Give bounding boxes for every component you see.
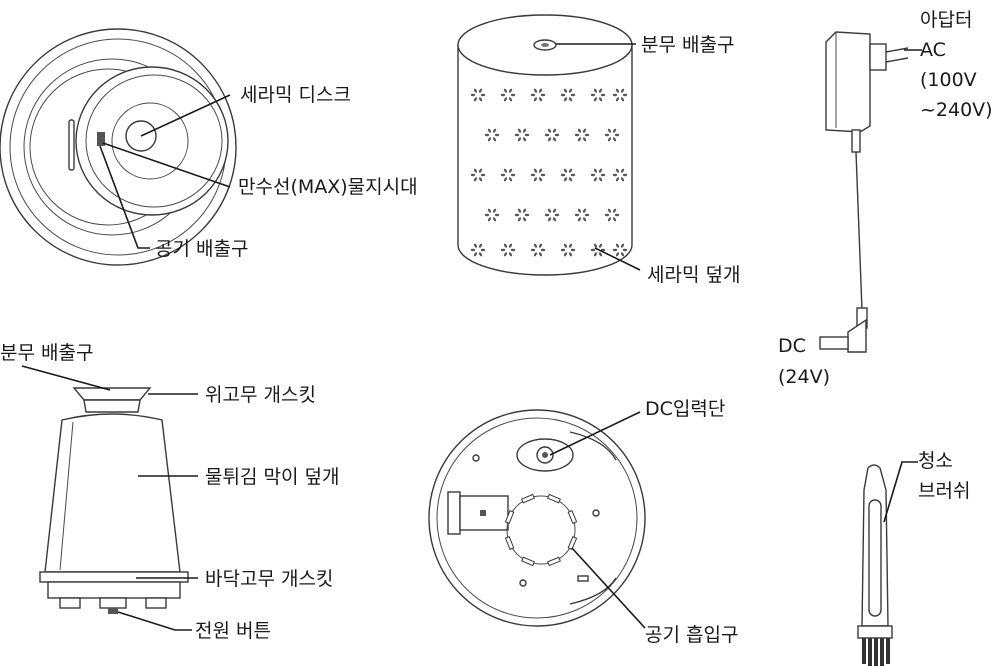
air-inlet-vent: [567, 536, 578, 550]
label-adapter-ac: AC: [920, 39, 946, 61]
cover-flower: [544, 128, 560, 142]
max-water-line-callout: 만수선(MAX)물지시대: [102, 142, 418, 198]
label-adapter: 아답터: [920, 9, 972, 31]
base-bottom-view: [428, 409, 646, 627]
label-mist-outlet-side: 분무 배출구: [0, 342, 93, 364]
cover-flower: [470, 243, 486, 257]
cover-flower-pattern: [470, 88, 628, 257]
label-dc-input: DC입력단: [645, 398, 725, 420]
ceramic-cover-callout: 세라믹 덮개: [594, 247, 740, 286]
upper-gasket-callout: 위고무 개스킷: [148, 384, 316, 406]
base-top-view: [0, 28, 237, 266]
brush-bristles: [862, 638, 890, 666]
cover-flower: [574, 128, 590, 142]
dc-input-callout: DC입력단: [549, 398, 725, 456]
ac-adapter: [819, 31, 909, 353]
label-upper-gasket: 위고무 개스킷: [205, 384, 316, 406]
cover-flower: [612, 88, 628, 102]
label-adapter-range-2: ~240V): [920, 99, 993, 121]
cover-flower: [514, 128, 530, 142]
label-mist-outlet-top: 분무 배출구: [641, 34, 734, 56]
air-inlet-vent: [547, 556, 561, 567]
dc-label: DC (24V): [778, 335, 830, 388]
cover-flower: [514, 208, 530, 222]
label-power-button: 전원 버튼: [195, 620, 271, 642]
cover-flower: [560, 88, 576, 102]
air-inlet-callout: 공기 흡입구: [571, 547, 738, 646]
air-inlet-vent: [547, 493, 561, 504]
cover-flower: [604, 128, 620, 142]
label-adapter-range-1: (100V: [920, 69, 977, 91]
label-ceramic-cover: 세라믹 덮개: [647, 264, 740, 286]
label-cleaning-brush-1: 청소: [918, 450, 953, 472]
label-dc-voltage: (24V): [778, 366, 830, 388]
label-splash-cover: 물튀김 막이 덮개: [205, 466, 339, 488]
air-inlet-vent: [521, 556, 535, 567]
mist-outlet-side-callout: 분무 배출구: [0, 342, 111, 391]
cover-flower: [560, 243, 576, 257]
adapter-label: 아답터 AC (100V ~240V): [904, 9, 993, 121]
cover-flower: [484, 128, 500, 142]
cover-flower: [612, 243, 628, 257]
cover-flower: [590, 168, 606, 182]
cleaning-brush: [857, 464, 893, 666]
ceramic-disc-callout: 세라믹 디스크: [140, 84, 351, 137]
cover-flower: [530, 88, 546, 102]
cover-flower: [530, 243, 546, 257]
air-inlet-vent: [521, 493, 535, 504]
cover-flower: [500, 88, 516, 102]
label-ceramic-disc: 세라믹 디스크: [240, 84, 351, 106]
bottom-gasket-callout: 바닥고무 개스킷: [136, 568, 333, 590]
cover-flower: [500, 243, 516, 257]
cover-flower: [590, 88, 606, 102]
base-side-view: [39, 387, 189, 614]
label-max-water-line: 만수선(MAX)물지시대: [238, 176, 418, 198]
cover-flower: [604, 208, 620, 222]
air-inlet-vent: [504, 536, 515, 550]
label-bottom-gasket: 바닥고무 개스킷: [205, 568, 333, 590]
mist-outlet-top-callout: 분무 배출구: [556, 34, 734, 56]
cover-flower: [590, 243, 606, 257]
air-inlet-vent: [504, 510, 515, 524]
air-outlet-callout: 공기 배출구: [99, 145, 248, 260]
label-dc: DC: [778, 335, 806, 357]
cover-flower: [470, 88, 486, 102]
splash-cover-callout: 물튀김 막이 덮개: [138, 466, 339, 488]
label-air-outlet: 공기 배출구: [155, 238, 248, 260]
air-inlet-vent: [567, 510, 578, 524]
label-air-inlet: 공기 흡입구: [645, 624, 738, 646]
cleaning-brush-callout: 청소 브러쉬: [883, 450, 970, 523]
cover-flower: [612, 168, 628, 182]
cover-flower: [544, 208, 560, 222]
cover-flower: [560, 168, 576, 182]
cover-flower: [470, 168, 486, 182]
cover-flower: [530, 168, 546, 182]
cover-flower: [484, 208, 500, 222]
cover-flower: [500, 168, 516, 182]
power-button-callout: 전원 버튼: [117, 611, 271, 642]
ceramic-cover: [457, 14, 633, 276]
label-cleaning-brush-2: 브러쉬: [918, 480, 970, 502]
air-inlet-vents: [504, 493, 578, 567]
cover-flower: [574, 208, 590, 222]
